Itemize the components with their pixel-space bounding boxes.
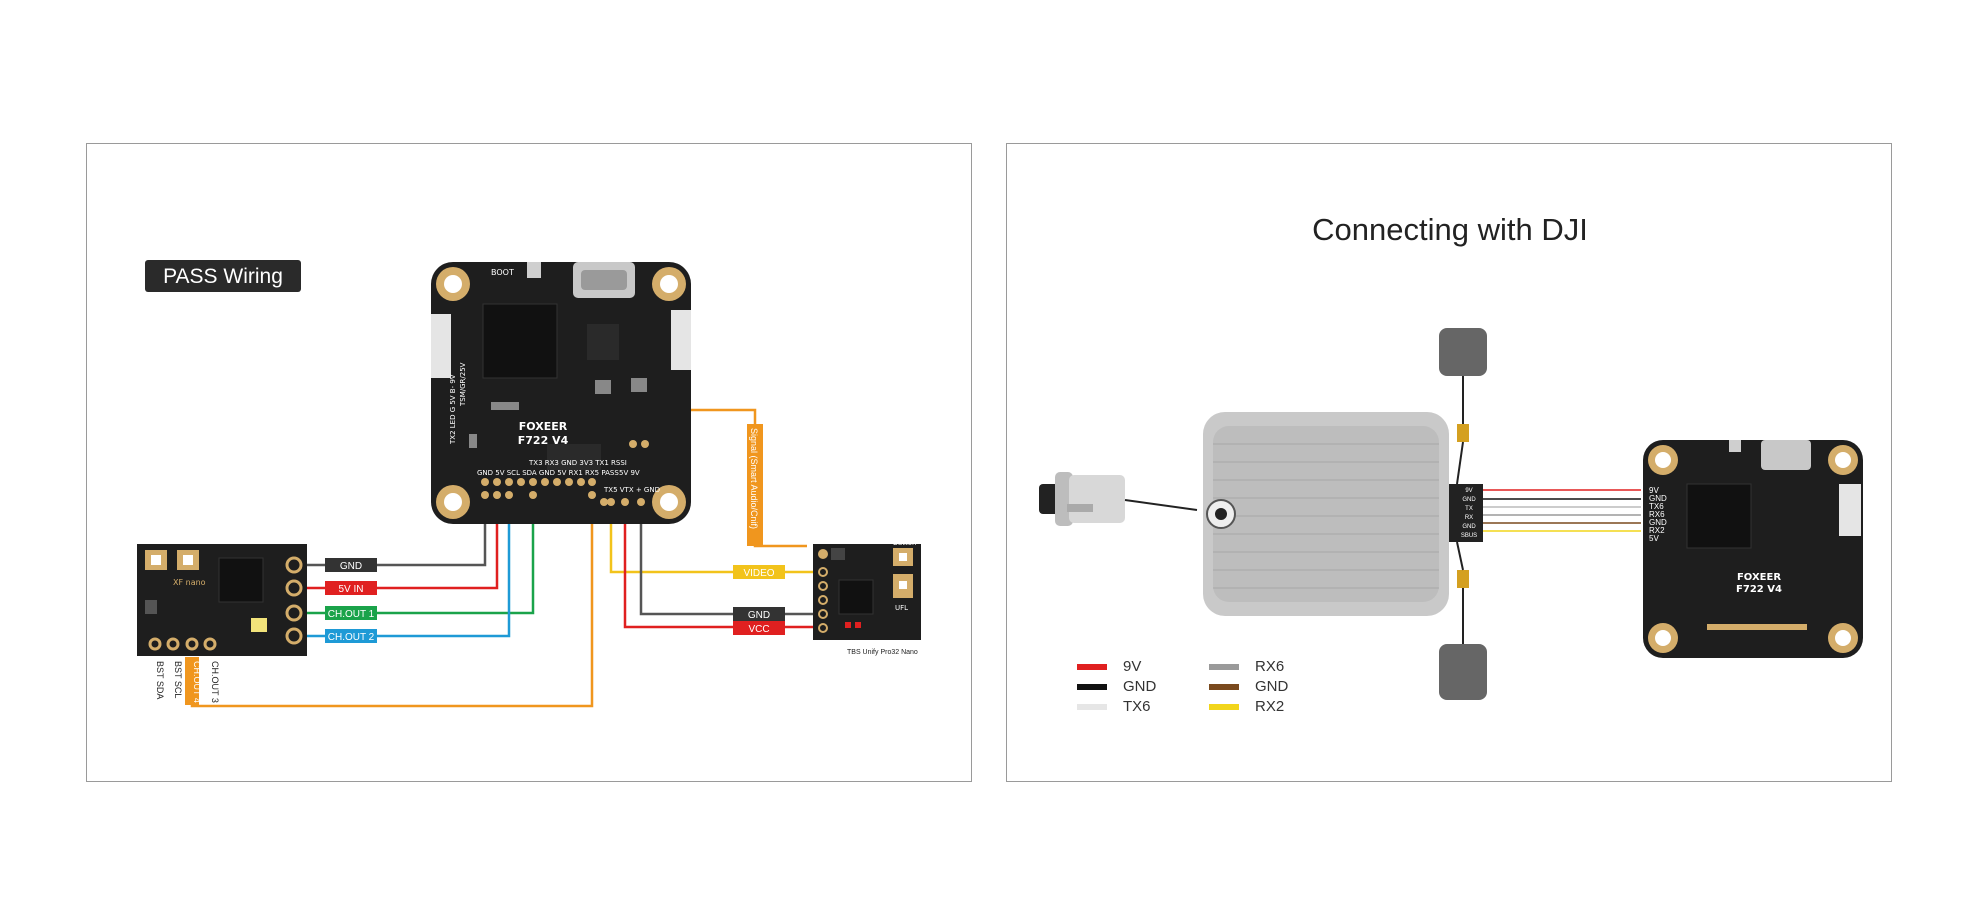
svg-text:5V IN: 5V IN xyxy=(338,584,363,595)
tag-video: VIDEO xyxy=(733,565,785,579)
side-left-label: TX2 LED G 5V B- 9V xyxy=(449,374,457,445)
dji-fc-board: FOXEER F722 V4 xyxy=(1643,440,1863,658)
dji-fc-pin-labels: 9V GND TX6 RX6 GND RX2 5V xyxy=(1649,486,1667,543)
legend-gnd: GND xyxy=(1123,678,1157,695)
svg-text:GND: GND xyxy=(748,610,770,621)
legend-swatch-gnd-brown xyxy=(1209,684,1239,690)
legend-swatch-rx6 xyxy=(1209,664,1239,670)
dji-fc-model: F722 V4 xyxy=(1736,584,1782,595)
pad-row-bottom-label: GND 5V SCL SDA GND 5V RX1 RX5 PASS xyxy=(477,469,619,477)
fc-model: F722 V4 xyxy=(518,434,569,447)
dji-diagram: Connecting with DJI xyxy=(1039,212,1863,715)
side-connector-right xyxy=(671,310,691,370)
fc-board: BOOT FOXEER F722 V4 TX3 RX3 GND 3V3 TX1 … xyxy=(431,262,691,524)
svg-text:RX: RX xyxy=(1465,515,1473,521)
pass-wiring-panel: PASS Wiring BOOT xyxy=(86,143,972,782)
tag-vtx-gnd: GND xyxy=(733,607,785,621)
svg-text:VCC: VCC xyxy=(748,624,769,635)
svg-text:RX2: RX2 xyxy=(1649,526,1665,535)
pass-wiring-badge: PASS Wiring xyxy=(145,260,301,292)
vtx-model-label: TBS Unify Pro32 Nano xyxy=(847,649,918,656)
xf-chip xyxy=(218,557,264,603)
tag-ch-out-1: CH.OUT 1 xyxy=(325,606,377,620)
legend-swatch-tx6 xyxy=(1077,704,1107,710)
vtx-row-bottom-label: TX5 VTX + GND xyxy=(603,486,660,494)
dji-panel: Connecting with DJI xyxy=(1006,143,1892,782)
svg-text:9V: 9V xyxy=(1465,488,1472,494)
svg-text:CH.OUT 1: CH.OUT 1 xyxy=(328,609,375,620)
tag-signal: Signal (Smart Audio/Cnif) xyxy=(747,424,763,546)
svg-text:TX6: TX6 xyxy=(1649,502,1664,511)
legend-rx2: RX2 xyxy=(1255,698,1284,715)
legend-tx6: TX6 xyxy=(1123,698,1151,715)
legend-swatch-gnd xyxy=(1077,684,1107,690)
svg-text:CH.OUT 2: CH.OUT 2 xyxy=(328,632,375,643)
fc-pads xyxy=(481,478,645,506)
svg-text:GND: GND xyxy=(1649,494,1667,503)
pass-wiring-title: PASS Wiring xyxy=(163,265,283,288)
svg-text:GND: GND xyxy=(340,561,362,572)
camera xyxy=(1039,472,1198,526)
legend-swatch-rx2 xyxy=(1209,704,1239,710)
mount-holes xyxy=(436,267,686,519)
svg-text:VIDEO: VIDEO xyxy=(743,568,774,579)
legend-gnd-brown: GND xyxy=(1255,678,1289,695)
tag-vcc: VCC xyxy=(733,621,785,635)
vtx-ufl-label: UFL xyxy=(895,604,908,612)
xf-pin-labels: BST SDA BST SCL CH.OUT 4 CH.OUT 3 xyxy=(155,657,220,705)
tag-gnd: GND xyxy=(325,558,377,572)
mcu-chip xyxy=(482,303,558,379)
connector-labels: 9V GND TX RX GND SBUS xyxy=(1457,484,1483,542)
svg-text:TX: TX xyxy=(1465,506,1473,512)
boot-label: BOOT xyxy=(491,268,514,277)
boot-button xyxy=(527,262,541,278)
svg-text:GND: GND xyxy=(1462,524,1476,530)
svg-text:RX6: RX6 xyxy=(1649,510,1665,519)
osd-chip xyxy=(547,444,601,470)
side-connector-left xyxy=(431,314,451,378)
legend-rx6: RX6 xyxy=(1255,658,1284,675)
pin-ch-out-3: CH.OUT 3 xyxy=(210,661,220,703)
dji-title: Connecting with DJI xyxy=(1312,212,1588,247)
svg-text:5V: 5V xyxy=(1649,534,1659,543)
dji-wires xyxy=(1483,489,1641,532)
svg-text:9V: 9V xyxy=(1649,486,1659,495)
fc-name: FOXEER xyxy=(519,420,568,433)
xf-label: XF nano xyxy=(173,578,206,587)
air-unit xyxy=(1203,412,1463,616)
pad-row-top-label: TX3 RX3 GND 3V3 TX1 RSSI xyxy=(528,459,627,467)
pin-bst-scl: BST SCL xyxy=(173,661,183,698)
side-left2-label: TSM/GR/25V xyxy=(459,362,467,407)
wire-legend: 9V RX6 GND GND TX6 RX2 xyxy=(1077,658,1289,715)
tag-5v-in: 5V IN xyxy=(325,581,377,595)
vtx-row-top-label: 5V 9V xyxy=(619,469,640,477)
dji-fc-name: FOXEER xyxy=(1737,572,1781,583)
antennas xyxy=(1439,328,1487,700)
svg-text:GND: GND xyxy=(1462,497,1476,503)
vtx-board: Button UFL xyxy=(813,539,921,640)
pin-ch-out-4: CH.OUT 4 xyxy=(192,661,202,703)
xf-nano-receiver: XF nano xyxy=(137,544,307,656)
tag-ch-out-2: CH.OUT 2 xyxy=(325,629,377,643)
legend-swatch-9v xyxy=(1077,664,1107,670)
vtx-button-label: Button xyxy=(893,539,916,547)
pin-bst-sda: BST SDA xyxy=(155,661,165,699)
svg-text:Signal (Smart Audio/Cnif): Signal (Smart Audio/Cnif) xyxy=(749,428,759,529)
svg-text:GND: GND xyxy=(1649,518,1667,527)
svg-text:SBUS: SBUS xyxy=(1461,533,1477,539)
pass-wiring-diagram: PASS Wiring BOOT xyxy=(137,260,921,708)
imu-chip xyxy=(587,324,619,360)
legend-9v: 9V xyxy=(1123,658,1141,675)
